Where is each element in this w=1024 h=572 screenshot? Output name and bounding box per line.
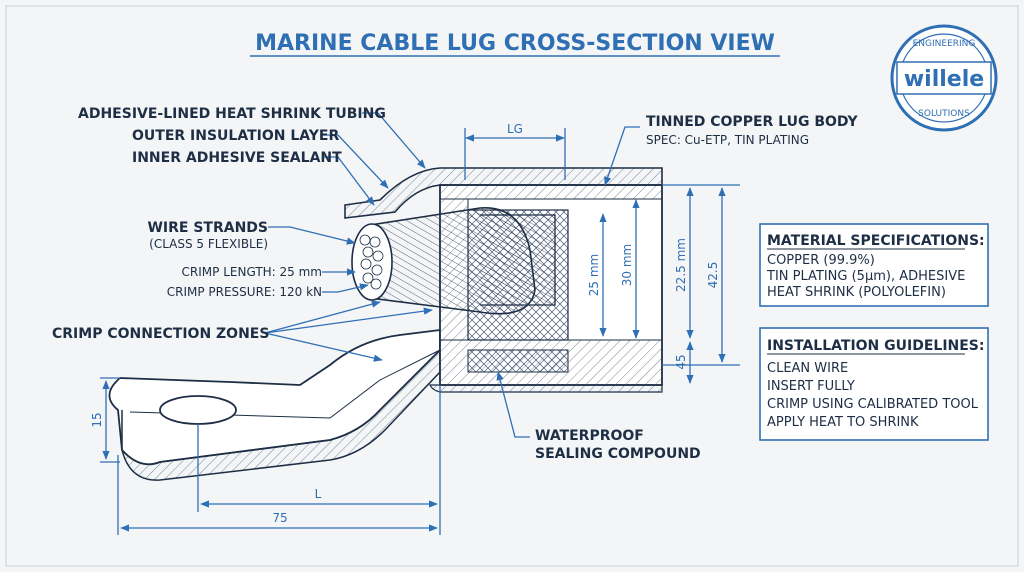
heat-shrink-top [344, 167, 663, 219]
page-title: MARINE CABLE LUG CROSS-SECTION VIEW [255, 31, 775, 56]
logo-brand: willele [904, 67, 984, 92]
material-line: HEAT SHRINK (POLYOLEFIN) [767, 285, 946, 300]
installation-line: CRIMP USING CALIBRATED TOOL [767, 397, 979, 412]
dim-lg: LG [507, 122, 523, 136]
logo-top-text: ENGINEERING [913, 39, 976, 49]
palm-hole [159, 395, 237, 425]
label-crimp-length: CRIMP LENGTH: 25 mm [182, 265, 322, 279]
label-lug-body: TINNED COPPER LUG BODY [646, 114, 858, 130]
label-outer-insulation: OUTER INSULATION LAYER [132, 128, 339, 144]
label-crimp-pressure: CRIMP PRESSURE: 120 kN [167, 285, 322, 299]
label-waterproof: WATERPROOF [535, 428, 644, 444]
heat-shrink-bottom [429, 384, 663, 393]
dim-l: L [315, 487, 322, 501]
leader-lines [264, 112, 640, 438]
label-inner-sealant: INNER ADHESIVE SEALANT [132, 150, 342, 166]
dim-45: 45 [674, 354, 688, 369]
logo-seal: willele ENGINEERING SOLUTIONS [890, 24, 998, 132]
drawing-border [5, 5, 1019, 567]
dim-42-5: 42.5 [706, 262, 720, 289]
material-heading: MATERIAL SPECIFICATIONS: [767, 233, 985, 249]
dim-22-5mm: 22.5 mm [674, 238, 688, 292]
dimension-lines: LG 25 mm 30 mm 22.5 mm 45 42.5 15 L 75 [90, 122, 740, 535]
label-crimp-zones: CRIMP CONNECTION ZONES [52, 326, 269, 342]
lug-palm [108, 328, 441, 481]
installation-line: APPLY HEAT TO SHRINK [767, 415, 919, 430]
installation-heading: INSTALLATION GUIDELINES: [767, 338, 985, 354]
installation-line: CLEAN WIRE [767, 361, 848, 376]
material-line: TIN PLATING (5μm), ADHESIVE [766, 269, 965, 284]
wire-cable [351, 207, 556, 315]
material-spec-box: MATERIAL SPECIFICATIONS: COPPER (99.9%) … [759, 223, 989, 307]
installation-line: INSERT FULLY [767, 379, 855, 394]
label-lug-spec: SPEC: Cu-ETP, TIN PLATING [646, 133, 809, 147]
installation-box: INSTALLATION GUIDELINES: CLEAN WIRE INSE… [759, 327, 989, 441]
dim-75: 75 [272, 511, 287, 525]
label-wire-class: (CLASS 5 FLEXIBLE) [149, 237, 268, 251]
label-heat-shrink: ADHESIVE-LINED HEAT SHRINK TUBING [78, 106, 386, 122]
wire-strand-end [351, 223, 393, 301]
logo-bottom-text: SOLUTIONS [918, 109, 970, 119]
dim-15: 15 [90, 412, 104, 427]
material-line: COPPER (99.9%) [767, 253, 875, 268]
sealing-compound [467, 349, 569, 373]
dim-25mm: 25 mm [587, 254, 601, 296]
label-wire-strands: WIRE STRANDS [147, 220, 268, 236]
label-sealing-compound: SEALING COMPOUND [535, 446, 701, 462]
dim-30mm: 30 mm [620, 244, 634, 286]
